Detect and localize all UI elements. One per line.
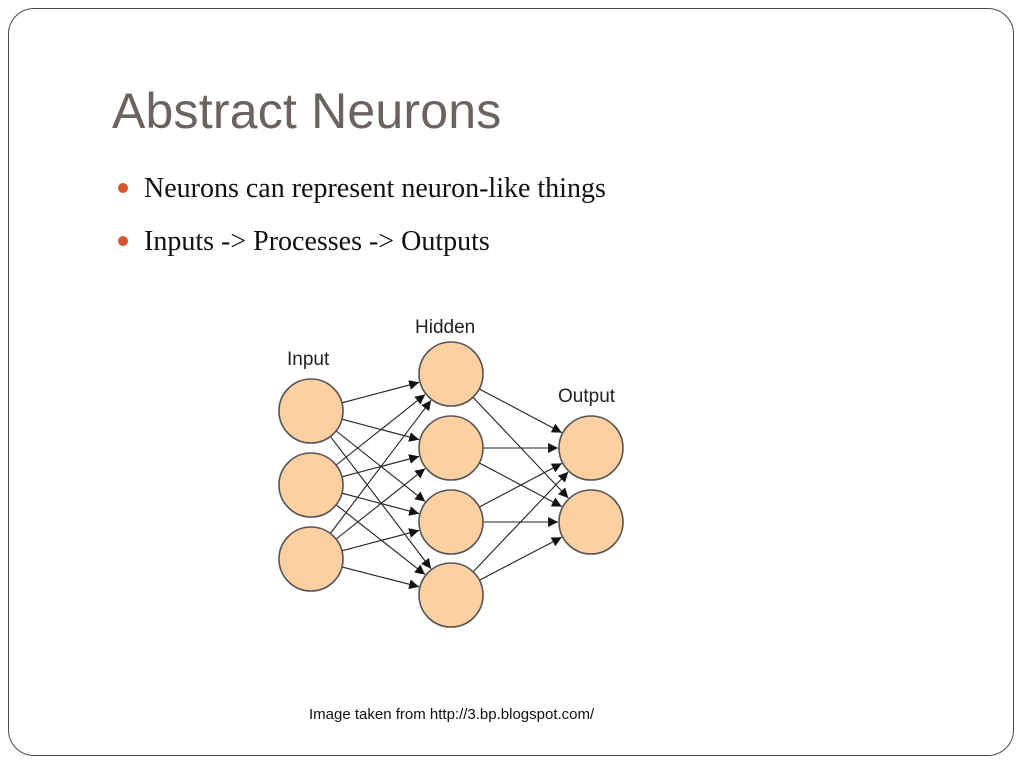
node-group — [278, 341, 624, 628]
bullet-text: Inputs -> Processes -> Outputs — [144, 226, 490, 257]
hidden-node — [418, 341, 484, 407]
output-node — [558, 489, 624, 555]
bullet-list: Neurons can represent neuron-like things… — [118, 170, 606, 276]
connection-arrow — [329, 399, 432, 534]
bullet-item: Inputs -> Processes -> Outputs — [118, 223, 606, 276]
layer-label-output: Output — [558, 386, 616, 407]
connection-arrow — [341, 566, 420, 590]
input-node — [278, 378, 344, 444]
output-node — [558, 415, 624, 481]
input-node — [278, 452, 344, 518]
slide-title: Abstract Neurons — [112, 83, 502, 139]
bullet-dot-icon — [118, 183, 128, 193]
input-node — [278, 526, 344, 592]
connection-arrow — [341, 528, 420, 552]
layer-label-input: Input — [287, 349, 330, 370]
connection-arrow — [479, 388, 563, 434]
connection-group — [329, 380, 569, 590]
image-caption: Image taken from http://3.bp.blogspot.co… — [309, 706, 595, 723]
hidden-node — [418, 562, 484, 628]
bullet-text: Neurons can represent neuron-like things — [144, 173, 606, 204]
connection-arrow — [472, 471, 569, 573]
connection-arrow — [479, 536, 562, 581]
neural-network-diagram: Input Hidden Output — [278, 317, 624, 628]
layer-label-hidden: Hidden — [415, 317, 475, 338]
connection-arrow — [335, 468, 426, 540]
connection-arrow — [329, 436, 432, 570]
hidden-node — [418, 489, 484, 555]
connection-arrow — [335, 394, 426, 466]
hidden-node — [418, 415, 484, 481]
bullet-item: Neurons can represent neuron-like things — [118, 170, 606, 223]
slide-frame — [8, 8, 1014, 756]
connection-arrow — [341, 380, 420, 404]
connection-arrow — [335, 504, 426, 576]
bullet-dot-icon — [118, 236, 128, 246]
connection-arrow — [479, 462, 563, 508]
